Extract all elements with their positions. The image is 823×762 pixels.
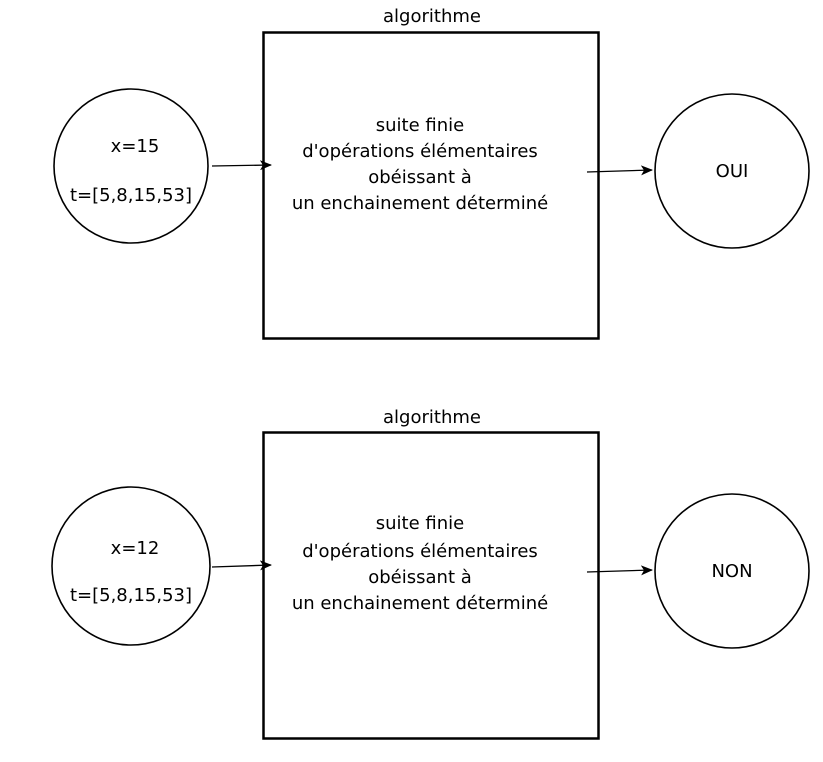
diagram-2-output-circle [654, 493, 810, 649]
diagram-2-box-line-3: obéissant à [368, 567, 472, 588]
diagram-1-output-circle [654, 93, 810, 249]
diagram-2-box-line-2: d'opérations élémentaires [302, 541, 538, 562]
diagram-2-output-arrow [586, 565, 653, 576]
diagram-1-algorithm-box [262, 31, 600, 340]
diagram-1-input-arrow [211, 160, 272, 171]
diagram-1-box-line-4: un enchainement déterminé [292, 193, 548, 214]
diagram-2-box-line-1: suite finie [376, 513, 464, 534]
diagram-2-output-label: NON [711, 561, 752, 582]
diagram-1-box-line-1: suite finie [376, 115, 464, 136]
diagram-1-box-line-2: d'opérations élémentaires [302, 141, 538, 162]
diagram-2-input-x: x=12 [111, 538, 160, 559]
diagram-2-box-line-4: un enchainement déterminé [292, 593, 548, 614]
diagram-1-input-x: x=15 [111, 136, 160, 157]
diagram-1-title: algorithme [383, 6, 481, 27]
diagram-2-algorithm-box [262, 431, 600, 740]
diagram-1: algorithme suite finie d'opérations élém… [53, 6, 810, 340]
diagram-2-input-t: t=[5,8,15,53] [70, 585, 192, 606]
diagram-1-box-line-3: obéissant à [368, 167, 472, 188]
diagram-2: algorithme suite finie d'opérations élém… [51, 407, 810, 740]
diagram-1-output-arrow [586, 165, 653, 176]
diagram-2-title: algorithme [383, 407, 481, 428]
diagram-1-input-t: t=[5,8,15,53] [70, 185, 192, 206]
diagram-1-input-circle [53, 88, 209, 244]
diagram-2-input-circle [51, 486, 211, 646]
diagram-2-input-arrow [211, 560, 272, 571]
diagram-1-output-label: OUI [716, 161, 749, 182]
